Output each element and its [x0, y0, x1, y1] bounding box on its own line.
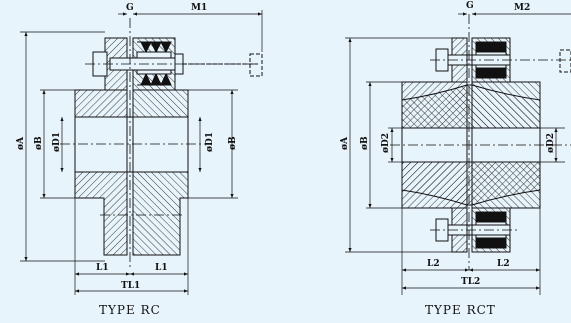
rct-label-a: øA — [340, 136, 350, 150]
rct-label-tl2: TL2 — [461, 277, 480, 287]
rc-label-d1-left: øD1 — [52, 132, 62, 152]
rc-bore — [74, 116, 189, 173]
rc-label-l1-right: L1 — [155, 263, 168, 273]
rc-label-b-left: øB — [34, 136, 44, 150]
type-rc-drawing — [20, 10, 263, 295]
rct-label-l2-left: L2 — [427, 259, 440, 269]
rct-caption: TYPE RCT — [425, 303, 496, 317]
rc-label-d1-right: øD1 — [205, 132, 215, 152]
rc-label-g: G — [126, 3, 134, 13]
rc-caption: TYPE RC — [99, 303, 161, 317]
rc-label-m1: M1 — [191, 3, 207, 13]
rc-ghost-nut — [249, 53, 263, 77]
rct-label-g: G — [466, 1, 474, 11]
rct-label-d2-left: øD2 — [381, 133, 391, 153]
type-rct-drawing — [345, 12, 571, 295]
rct-label-m2: M2 — [514, 3, 530, 13]
rc-label-l1-left: L1 — [96, 263, 109, 273]
rct-label-l2-right: L2 — [497, 259, 510, 269]
rc-label-tl1: TL1 — [121, 281, 140, 291]
rct-label-d2-right: øD2 — [546, 133, 556, 153]
rct-label-b: øB — [360, 136, 370, 150]
rc-label-b-right: øB — [228, 136, 238, 150]
rct-ghost-nut — [559, 49, 571, 73]
rc-label-a: øA — [16, 136, 26, 150]
